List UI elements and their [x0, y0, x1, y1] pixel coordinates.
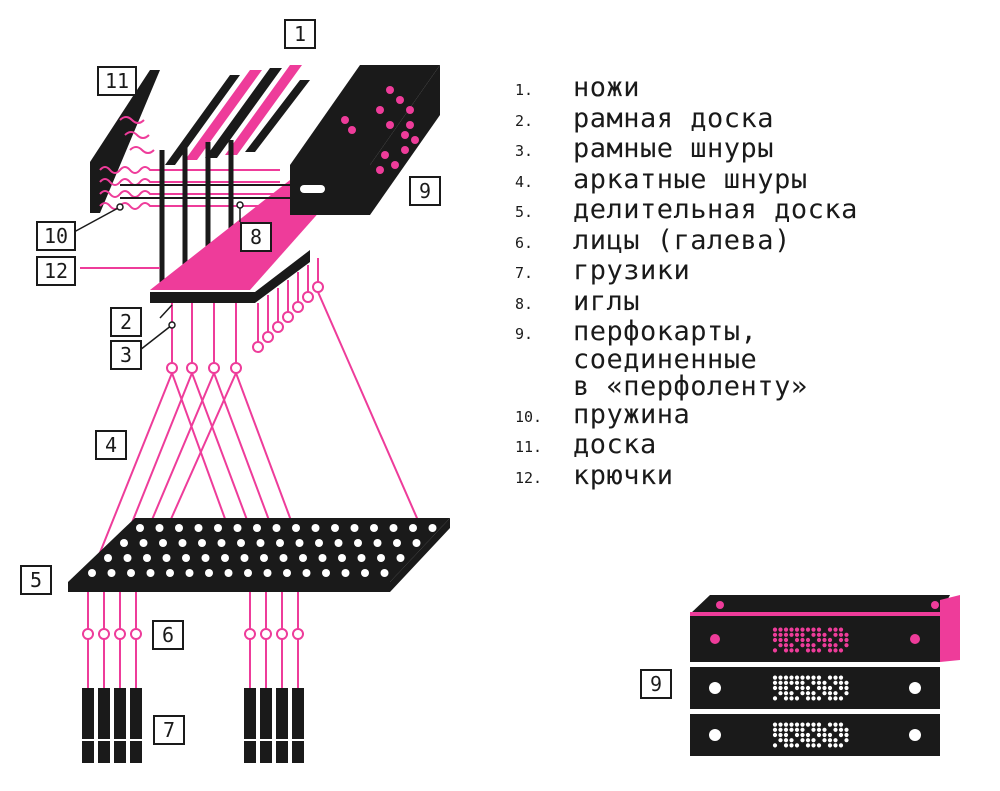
legend-label: крючки	[573, 459, 674, 491]
mechanism-illustration	[68, 65, 450, 763]
heddle-eyes	[82, 628, 304, 640]
legend-label-line: лицы (галева)	[573, 224, 791, 256]
legend-number: 1.	[515, 81, 534, 99]
callout-1: 1	[284, 19, 316, 49]
legend-number: 5.	[515, 203, 534, 221]
legend-item: 11. доска	[515, 431, 858, 462]
legend-label-line: делительная доска	[573, 194, 858, 225]
callout-7: 7	[153, 715, 185, 745]
callout-3: 3	[110, 340, 142, 370]
callout-9-cards: 9	[640, 669, 672, 699]
legend-number: 4.	[515, 172, 534, 191]
legend-number: 12.	[515, 468, 543, 487]
legend-label-line: ножи	[573, 72, 641, 103]
heddles	[87, 592, 299, 688]
card-prism	[290, 65, 440, 215]
legend-label-line: рамная доска	[573, 102, 775, 134]
legend-item: 1. ножи	[515, 74, 858, 105]
legend-item: 2. рамная доска	[515, 102, 858, 136]
callout-11: 11	[97, 66, 138, 96]
frame-cords	[171, 258, 319, 366]
callout-4: 4	[95, 430, 127, 460]
weights	[82, 688, 304, 763]
legend-item: 7. грузики	[515, 257, 858, 288]
legend-item: 3. рамные шнуры	[515, 135, 858, 166]
legend-label-line: иглы	[573, 285, 641, 317]
legend-label-line: грузики	[573, 255, 691, 286]
legend-number: 9.	[515, 325, 534, 343]
legend-label: рамные шнуры	[573, 135, 774, 163]
legend-label-line: доска	[573, 429, 657, 460]
callout-6: 6	[152, 620, 184, 650]
legend-number: 6.	[515, 233, 534, 252]
callout-12: 12	[36, 256, 77, 286]
legend-label: пружина	[573, 398, 691, 430]
legend-item: 10. пружина	[515, 398, 858, 432]
legend-number: 11.	[515, 438, 543, 456]
legend-item: 4. аркатные шнуры	[515, 163, 858, 197]
legend-number: 10.	[515, 407, 543, 426]
legend-list: 1. ножи 2. рамная доска 3. рамные шнуры 4. арка…	[515, 74, 858, 492]
legend-label-line: пружина	[573, 398, 691, 430]
callout-9: 9	[409, 176, 441, 206]
frame-board	[150, 250, 310, 303]
legend-label-line: аркатные шнуры	[573, 163, 808, 195]
knives	[165, 65, 310, 165]
legend-label: лицы (галева)	[573, 224, 791, 256]
back-board	[90, 70, 160, 213]
legend-label-line: крючки	[573, 459, 674, 491]
legend-number: 3.	[515, 142, 534, 160]
callout-5: 5	[20, 565, 52, 595]
legend-item: 5. делительная доска	[515, 196, 858, 227]
legend-number: 8.	[515, 294, 534, 313]
legend-number: 7.	[515, 264, 534, 282]
legend-label: иглы	[573, 285, 641, 317]
legend-label: доска	[573, 431, 657, 459]
legend-label: грузики	[573, 257, 690, 285]
legend-label: рамная доска	[573, 102, 775, 134]
punched-card-stack	[690, 595, 960, 756]
legend-label: аркатные шнуры	[573, 163, 808, 195]
legend-label-line: в «перфоленту»	[573, 371, 808, 402]
callout-10: 10	[36, 221, 77, 251]
legend-item: 8. иглы	[515, 285, 858, 319]
callout-8: 8	[240, 222, 272, 252]
legend-item: 6. лицы (галева)	[515, 224, 858, 258]
legend-label: ножи	[573, 74, 640, 102]
comber-board	[68, 518, 450, 592]
spring-lines	[99, 116, 280, 210]
callout-2: 2	[110, 307, 142, 337]
legend-item: 12. крючки	[515, 459, 858, 493]
legend-label-line: перфокарты,	[573, 316, 758, 347]
legend-label-line: рамные шнуры	[573, 133, 775, 164]
legend-label: делительная доска	[573, 196, 858, 224]
cord-rings	[166, 281, 324, 374]
legend-number: 2.	[515, 111, 534, 130]
legend-label-line: соединенные	[573, 343, 758, 375]
